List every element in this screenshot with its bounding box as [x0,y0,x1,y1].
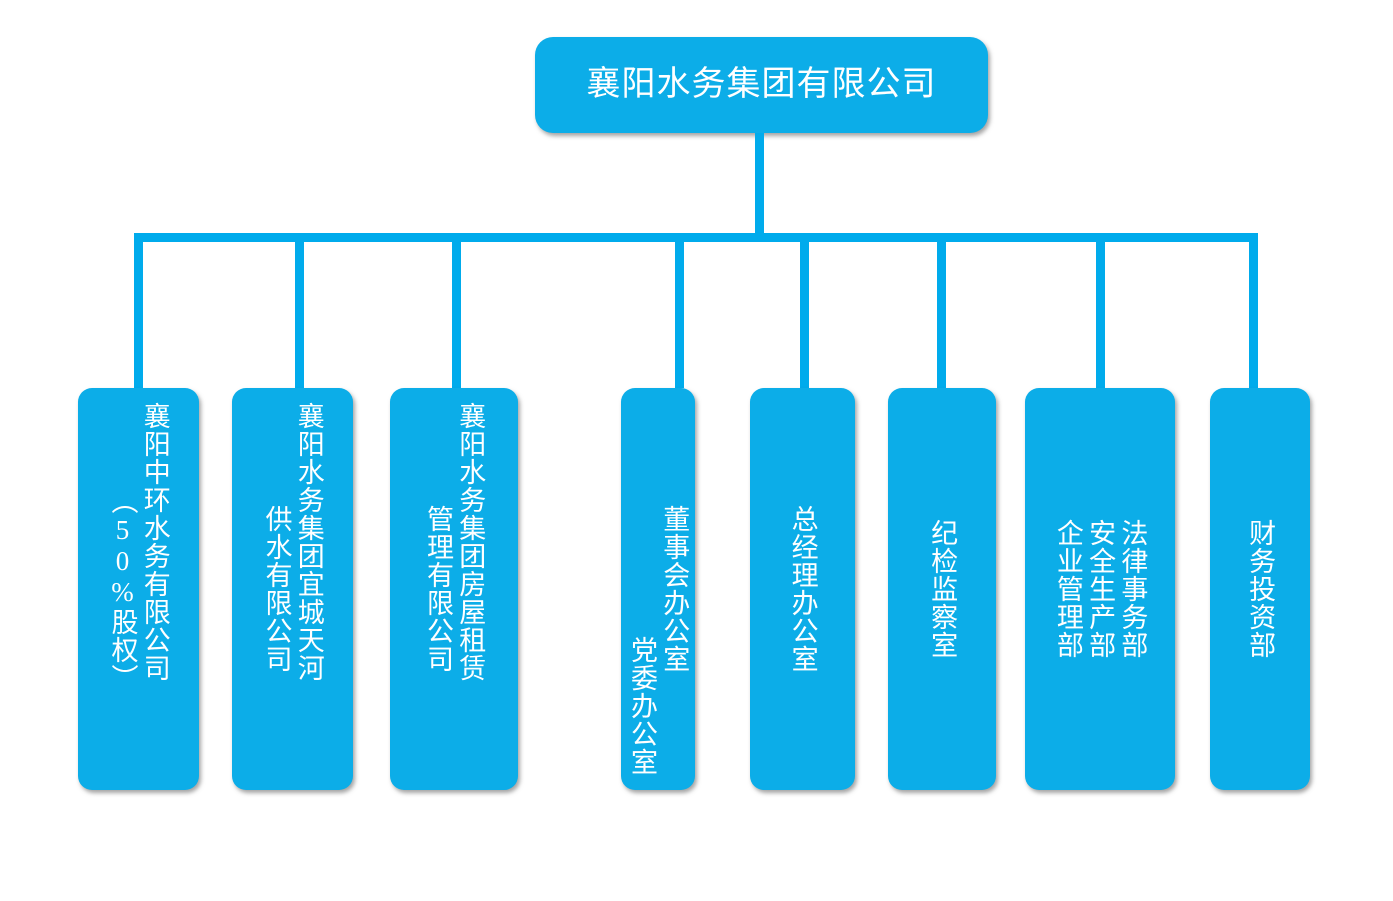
child-node-label-col-1: 总经理办公室 [787,505,818,673]
vertical-text-wrap: 董事会办公室 党委办公室 [621,402,695,776]
child-node-label-col-3: 企业管理部 [1052,519,1083,659]
child-node-label-col-1: 襄阳水务集团宜城天河 [293,402,324,682]
connector-drop-6 [937,238,946,388]
connector-horizontal-bus [134,233,1258,242]
child-node-label-col-1: 襄阳中环水务有限公司 [139,402,170,682]
child-node-label-col-1: 纪检监察室 [927,519,958,659]
child-node-discipline-inspection-office[interactable]: 纪检监察室 [888,388,996,790]
vertical-text-wrap: 总经理办公室 [750,402,855,776]
child-node-yicheng-tianhe-water-supply[interactable]: 襄阳水务集团宜城天河 供水有限公司 [232,388,353,790]
child-node-legal-safety-enterprise-dept[interactable]: 法律事务部 安全生产部 企业管理部 [1025,388,1175,790]
child-node-label-col-1: 襄阳水务集团房屋租赁 [455,402,486,682]
child-node-xiangyang-zhonghuan[interactable]: 襄阳中环水务有限公司 （50%股权） [78,388,199,790]
vertical-text-wrap: 襄阳水务集团房屋租赁 管理有限公司 [390,402,518,776]
child-node-label-col-1: 财务投资部 [1245,519,1276,659]
child-node-label-col-2: 管理有限公司 [423,505,453,673]
child-node-label-col-2: 安全生产部 [1085,519,1116,659]
vertical-text-wrap: 财务投资部 [1210,402,1310,776]
connector-drop-2 [295,238,304,388]
connector-drop-1 [134,238,143,388]
child-node-housing-lease-management[interactable]: 襄阳水务集团房屋租赁 管理有限公司 [390,388,518,790]
child-node-label-col-1: 法律事务部 [1117,519,1148,659]
child-node-board-office-party-office[interactable]: 董事会办公室 党委办公室 [621,388,695,790]
connector-drop-7 [1096,238,1105,388]
root-node-label: 襄阳水务集团有限公司 [586,66,937,103]
child-node-label-col-1: 董事会办公室 [659,505,690,673]
vertical-text-wrap: 襄阳水务集团宜城天河 供水有限公司 [232,402,353,776]
connector-drop-8 [1249,238,1258,388]
child-node-label-col-2: 党委办公室 [627,636,657,776]
root-node-xiangyang-water-group[interactable]: 襄阳水务集团有限公司 [535,37,988,133]
connector-drop-3 [452,238,461,388]
vertical-text-wrap: 襄阳中环水务有限公司 （50%股权） [78,402,199,776]
child-node-general-manager-office[interactable]: 总经理办公室 [750,388,855,790]
vertical-text-wrap: 法律事务部 安全生产部 企业管理部 [1025,402,1175,776]
child-node-label-col-2: 供水有限公司 [261,505,292,673]
connector-drop-4 [675,238,684,388]
vertical-text-wrap: 纪检监察室 [888,402,996,776]
child-node-finance-investment-dept[interactable]: 财务投资部 [1210,388,1310,790]
connector-root-stem [755,133,764,239]
connector-drop-5 [800,238,809,388]
child-node-label-col-2: （50%股权） [107,486,138,692]
